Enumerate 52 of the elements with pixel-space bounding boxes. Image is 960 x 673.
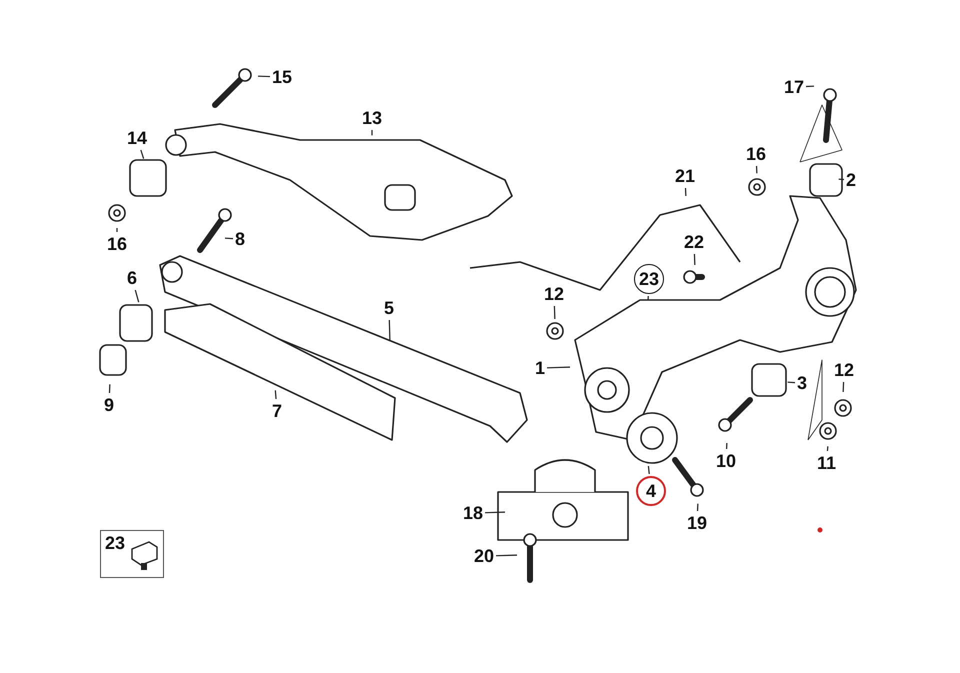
callout-number: 19 — [687, 513, 708, 533]
leader-line — [726, 442, 728, 450]
callout-number: 7 — [272, 401, 282, 421]
leader-line — [842, 382, 844, 392]
leader-line — [694, 254, 696, 266]
leader-line — [684, 188, 686, 196]
callout-number: 13 — [362, 108, 382, 128]
leader-line — [496, 554, 518, 556]
callout-number: 18 — [463, 503, 484, 523]
leader-line — [108, 384, 110, 394]
leader-line — [140, 150, 144, 159]
callout-number: 4 — [636, 476, 666, 506]
leader-line — [554, 306, 556, 320]
callout-number: 2 — [846, 170, 856, 190]
leader-line — [756, 166, 758, 174]
callout-number: 8 — [235, 229, 246, 249]
leader-line — [648, 466, 650, 474]
callout-number: 14 — [127, 128, 148, 148]
leader-line — [806, 86, 814, 88]
leader-line — [547, 366, 570, 368]
leader-line — [224, 238, 234, 240]
leader-line — [647, 296, 649, 300]
leader-line — [258, 76, 270, 78]
leader-line — [826, 446, 828, 452]
leader-line — [388, 320, 390, 340]
callout-number: 12 — [834, 360, 854, 380]
leader-line — [134, 290, 140, 302]
leader-line — [838, 178, 844, 180]
callout-number: 20 — [474, 546, 494, 566]
callout-number: 21 — [675, 166, 696, 186]
callout-number: 16 — [746, 144, 766, 164]
callout-number: 1 — [535, 358, 546, 378]
callout-number: 17 — [784, 77, 804, 97]
callout-number: 11 — [817, 453, 836, 473]
callout-number: 6 — [127, 268, 138, 288]
callout-number: 9 — [104, 395, 114, 415]
leader-line — [371, 130, 373, 136]
callout-number: 22 — [684, 232, 704, 252]
leader-line — [485, 512, 506, 514]
callout-number: 3 — [797, 373, 808, 393]
callout-number: 12 — [544, 284, 564, 304]
callout-number: 5 — [384, 298, 394, 318]
callout-number: 23 — [105, 533, 126, 553]
leader-line — [696, 504, 698, 512]
leader-line — [116, 228, 118, 232]
callout-number: 10 — [716, 451, 736, 471]
inset-box — [100, 530, 164, 578]
callout-number: 23 — [634, 264, 664, 294]
leader-line — [274, 390, 277, 400]
callout-number: 16 — [107, 234, 128, 254]
callout-number: 15 — [272, 67, 292, 87]
leader-line — [788, 382, 796, 384]
